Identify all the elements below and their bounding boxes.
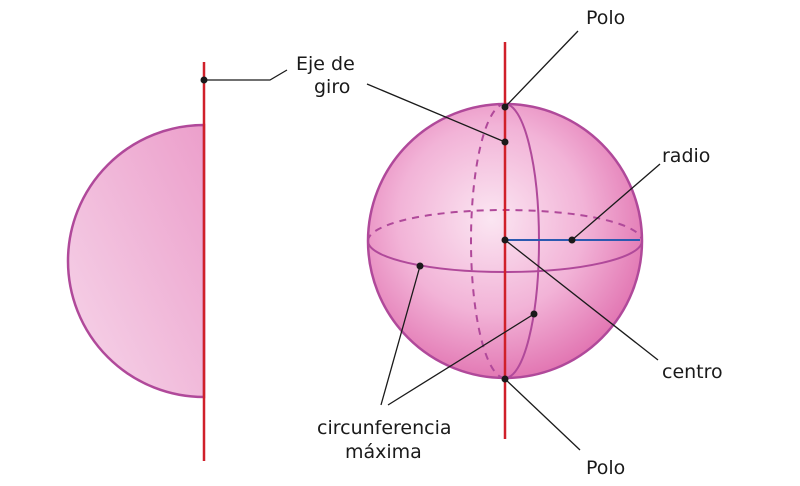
leader-great-circle-1 [380,265,421,406]
leader-lines [366,30,661,451]
label-great-circle-line2: máxima [345,441,422,463]
label-radius: radio [662,145,710,167]
label-center: centro [662,361,723,383]
labels: Eje de giro Polo radio centro circunfere… [296,7,723,479]
label-axis-line2: giro [314,76,350,98]
leader-radius [571,163,661,241]
leader-pole-top [504,30,579,108]
sphere-group [366,42,644,439]
leader-axis-right [366,83,506,143]
label-great-circle-line1: circunferencia [317,417,452,439]
label-pole-bottom: Polo [586,457,625,479]
label-pole-top: Polo [586,7,625,29]
axis-leader-line [204,69,288,81]
leader-pole-bottom [504,378,581,451]
semicircle-group [66,62,288,461]
leader-great-circle-2 [387,313,535,406]
semicircle-shape [66,123,206,399]
label-axis-line1: Eje de [296,53,355,75]
leader-center [504,239,659,361]
meridian-back [470,103,506,379]
